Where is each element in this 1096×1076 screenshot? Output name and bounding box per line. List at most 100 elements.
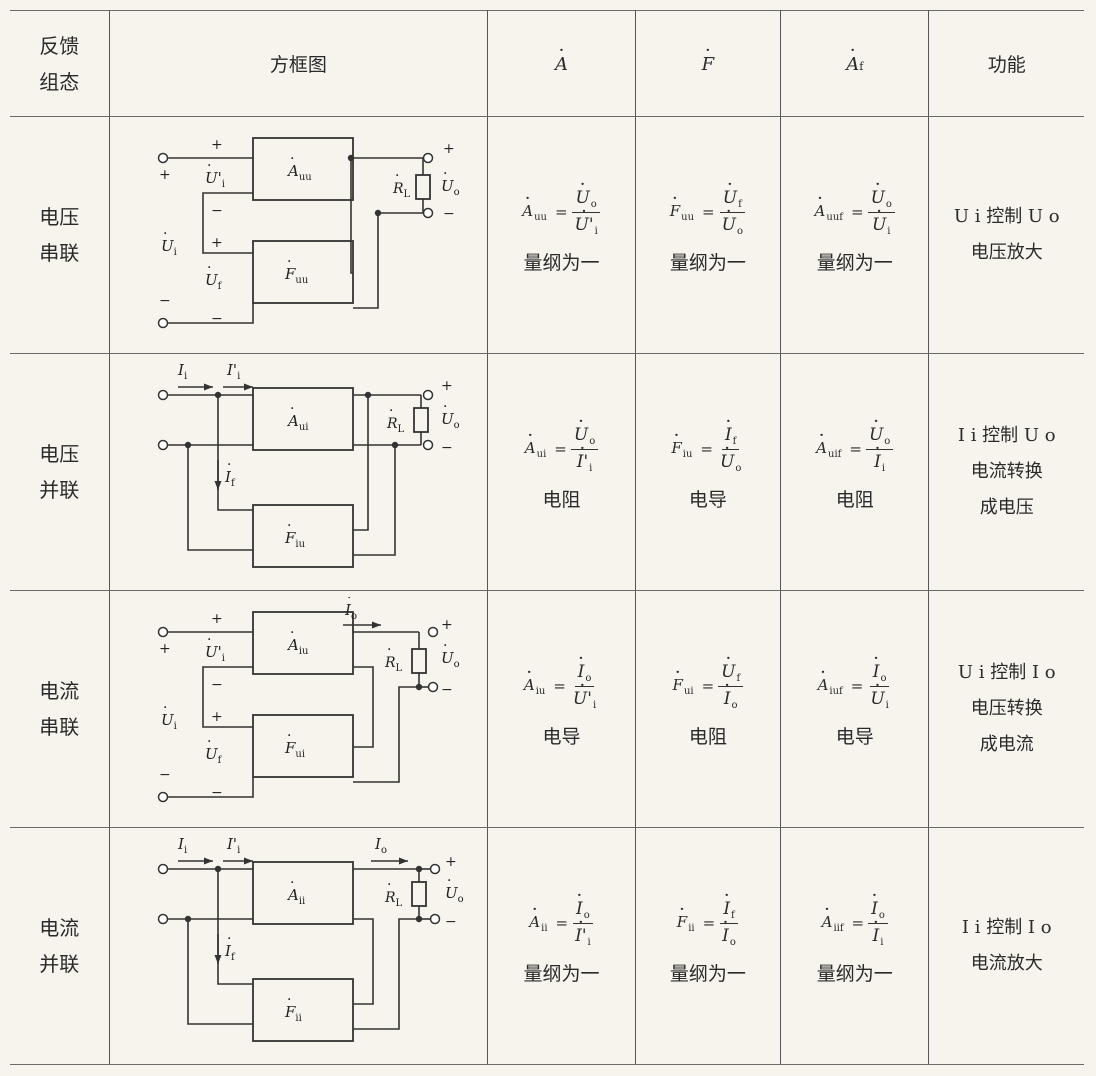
wire-fb-return [353, 685, 420, 783]
header-function: 功能 [928, 10, 1084, 117]
header-closed-gain-sub: f [859, 59, 864, 73]
input-terminal-bottom [158, 791, 169, 802]
net-current-label: I'i [226, 361, 240, 382]
wire-input-bottom [167, 776, 255, 798]
row-mode: 电压 串联 [10, 116, 110, 354]
gain-den: I' [577, 452, 588, 472]
load-resistor [411, 880, 428, 907]
feedback-den-sub: o [735, 462, 742, 474]
feedback-block-label: Fui [284, 739, 305, 760]
feedback-lhs: F [670, 202, 680, 220]
feedback-num: I [725, 425, 732, 445]
gain-formula: Auu=UoU'i [522, 188, 601, 237]
feedback-equals: = [701, 677, 715, 695]
gain-unit: 量纲为一 [523, 962, 600, 985]
wire-series-loop [202, 665, 254, 728]
feedback-unit: 电阻 [688, 725, 727, 748]
load-label: RL [392, 181, 411, 200]
table-row: 电流 串联 +−Aiu·+U'i·−+Uf·−Ui·Fui·Io·RL·+Uo·… [10, 590, 1084, 828]
feedback-den-sub: o [729, 936, 736, 948]
gain-lhs-sub: uu [534, 211, 547, 223]
feedback-den: I [724, 689, 731, 709]
out-minus-sign: − [441, 682, 453, 698]
feedback-current-label-dot: · [227, 931, 231, 947]
gain-den: U' [573, 689, 592, 709]
amplifier-block [252, 136, 355, 201]
gain-lhs-sub: ii [541, 922, 548, 934]
gain-equals: = [554, 203, 568, 221]
block-diagram: +−Aiu·+U'i·−+Uf·−Ui·Fui·Io·RL·+Uo·− [158, 597, 460, 802]
function-line2: 电流转换 [970, 461, 1043, 482]
net-input-label: U'i [205, 643, 225, 664]
fb-plus-sign: + [211, 235, 223, 251]
row-feedback: Fui=UfIo电阻 [634, 590, 781, 828]
closed-den-sub: i [887, 225, 891, 237]
feedback-block [252, 239, 355, 304]
closed-num: I [873, 662, 880, 682]
feedback-current-label-dot: · [227, 457, 231, 473]
gain-num-sub: o [583, 909, 590, 921]
row-mode-line2: 串联 [39, 715, 80, 739]
row-diagram: Ii·I'i·Aui·If·Fiu·RL·+Uo·− [108, 353, 489, 591]
row-function: U i 控制 I o 电压转换 成电流 [928, 590, 1084, 828]
closed-lhs: A [816, 439, 827, 457]
feedback-num-sub: f [731, 909, 735, 921]
output-terminal-bottom [430, 913, 441, 924]
feedback-unit: 量纲为一 [669, 251, 746, 274]
function-line1: U i 控制 I o [957, 662, 1056, 683]
amplifier-label-dot: · [290, 151, 294, 167]
amplifier-label: Aiu [286, 636, 309, 657]
header-mode: 反馈 组态 [10, 10, 110, 117]
wire-fb-loop [187, 444, 254, 551]
gain-unit: 电导 [542, 725, 581, 748]
closed-gain-unit: 量纲为一 [816, 251, 893, 274]
row-feedback: Fuu=UfUo量纲为一 [634, 116, 781, 354]
output-voltage-label-dot: · [443, 399, 447, 415]
wire-fb-return [353, 212, 380, 309]
closed-gain-unit: 电导 [835, 725, 874, 748]
closed-lhs-sub: uuf [826, 211, 843, 223]
load-label: RL [386, 416, 405, 435]
closed-equals: = [849, 440, 862, 458]
feedback-configuration-table: 反馈 组态 方框图 A F Af 功能 电压 串联 +−Auu·+U'i·−+U… [10, 10, 1084, 1065]
table-row: 电流 并联 Ii·I'i·Aii·If·Fii·Io·RL·+Uo·− Aii=… [10, 827, 1084, 1065]
output-terminal-top [423, 152, 434, 163]
feedback-den: I [722, 926, 729, 946]
row-diagram: Ii·I'i·Aii·If·Fii·Io·RL·+Uo·− [108, 827, 489, 1065]
feedback-voltage-label-dot: · [207, 734, 211, 750]
feedback-lhs: F [673, 676, 683, 694]
feedback-voltage-label: Uf [205, 271, 223, 292]
gain-num-sub: o [590, 198, 597, 210]
row-closed-gain: Auuf=UoUi量纲为一 [779, 116, 930, 354]
output-voltage-label-dot: · [443, 638, 447, 654]
closed-lhs-sub: uif [828, 448, 842, 460]
output-terminal-bottom [428, 681, 439, 692]
gain-formula: Aiu=IoU'i [524, 662, 599, 711]
net-current-label: I'i [226, 835, 240, 856]
gain-equals: = [553, 677, 566, 695]
row-feedback: Fiu=IfUo电导 [634, 353, 781, 591]
feedback-block-label-dot: · [287, 254, 291, 270]
wire-series-loop [202, 191, 254, 254]
row-mode: 电压 并联 [10, 353, 110, 591]
wire-fb-in [217, 394, 254, 511]
row-function: I i 控制 U o 电流转换 成电压 [928, 353, 1084, 591]
closed-lhs: A [822, 913, 833, 931]
closed-den: I [874, 452, 881, 472]
feedback-lhs-sub: iu [682, 448, 693, 460]
fb-minus-sign: − [211, 311, 223, 327]
closed-num-sub: o [885, 198, 892, 210]
output-terminal-top [430, 863, 441, 874]
feedback-den: U [720, 452, 734, 472]
feedback-voltage-label: Uf [205, 745, 223, 766]
feedback-unit: 量纲为一 [669, 962, 746, 985]
closed-den-sub: i [881, 462, 886, 474]
gain-num: I [578, 662, 585, 682]
net-current-label-dot: · [229, 834, 233, 840]
closed-gain-unit: 电阻 [835, 488, 874, 511]
function-line3: 成电流 [979, 734, 1034, 755]
gain-unit: 电阻 [542, 488, 581, 511]
block-diagram: Ii·I'i·Aui·If·Fiu·RL·+Uo·− [158, 360, 460, 568]
